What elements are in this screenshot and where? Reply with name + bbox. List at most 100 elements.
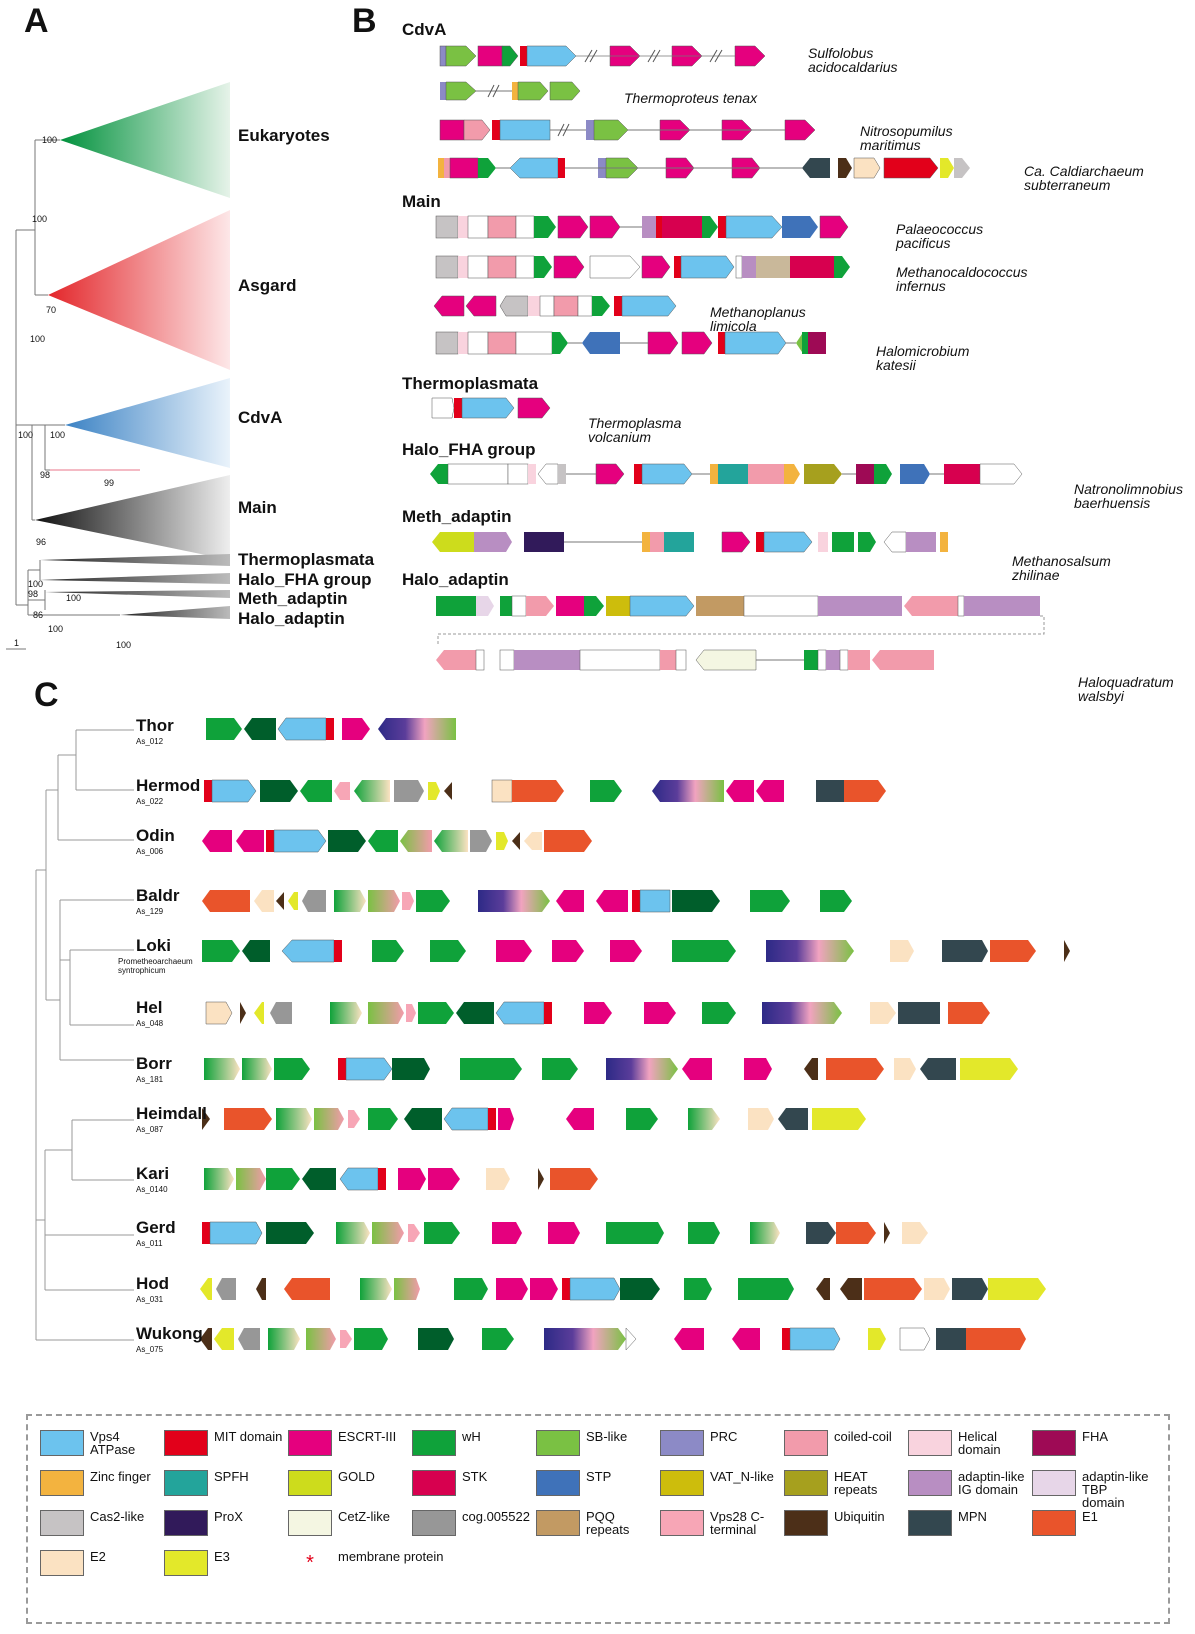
legend-swatch [412,1430,456,1456]
legend-label: Cas2-like [90,1509,145,1524]
org-label: Borr [136,1054,172,1073]
panel-b-letter: B [352,2,377,40]
legend-swatch [40,1550,84,1576]
legend-item: adaptin-like TBP domain [1032,1468,1152,1509]
org-sub: As_022 [136,797,164,806]
legend-label: ESCRT-III [338,1429,397,1444]
legend-label: SB-like [586,1429,628,1444]
org-sub: As_011 [136,1239,163,1248]
org-label: Hel [136,998,163,1017]
legend-label: HEAT repeats [834,1469,878,1497]
legend-label: STK [462,1469,488,1484]
legend-item: MIT domain [164,1428,284,1462]
boot-node: 100 [66,593,82,603]
panel-c-tree-operons [35,717,1070,1351]
clade-halo-adaptin: Halo_adaptin [238,609,345,628]
panel-b-operons [430,45,1045,671]
boot-node: 100 [48,624,64,634]
legend-item: STP [536,1468,656,1502]
legend-label: MPN [958,1509,987,1524]
legend-label: cog.005522 [462,1509,530,1524]
clade-asgard: Asgard [238,276,297,295]
legend-item: STK [412,1468,532,1502]
panel-a-tree [6,82,230,650]
legend-swatch [908,1470,952,1496]
legend-label: membrane protein [338,1549,444,1564]
org-sub: As_075 [136,1345,164,1354]
legend-label: STP [586,1469,612,1484]
legend-swatch [660,1510,704,1536]
boot-node: 100 [18,430,34,440]
legend-swatch: * [306,1552,314,1574]
section-title: CdvA [402,20,447,39]
legend-label: CetZ-like [338,1509,391,1524]
legend-swatch [536,1430,580,1456]
panel-a-letter: A [24,2,49,40]
legend-item: E3 [164,1548,284,1582]
section-title: Halo_adaptin [402,570,509,589]
legend-box [26,1414,1170,1624]
legend-swatch [536,1470,580,1496]
legend-swatch [40,1430,84,1456]
org-sub: As_048 [136,1019,164,1028]
species-label: Thermoproteus tenax [624,90,758,106]
org-sub: As_012 [136,737,164,746]
legend-item: FHA [1032,1428,1152,1462]
boot-cdva: 100 [50,430,66,440]
legend-label: adaptin-like IG domain [958,1469,1025,1497]
org-sub: As_087 [136,1125,164,1134]
org-label: Thor [136,716,174,735]
legend-item: PQQ repeats [536,1508,656,1542]
boot-asgard: 70 [46,305,57,315]
section-title: Thermoplasmata [402,374,539,393]
legend-swatch [908,1510,952,1536]
legend-label: ProX [214,1509,243,1524]
legend-swatch [288,1510,332,1536]
org-label: Baldr [136,886,180,905]
clade-meth-adaptin: Meth_adaptin [238,589,348,608]
legend-label: Vps28 C-terminal [710,1509,765,1537]
legend-swatch [288,1470,332,1496]
org-sub: As_031 [136,1295,164,1304]
legend-swatch [660,1470,704,1496]
legend-label: E1 [1082,1509,1098,1524]
legend-item: SPFH [164,1468,284,1502]
legend-item: * membrane protein [288,1548,443,1582]
legend-item: CetZ-like [288,1508,408,1542]
legend-swatch [784,1510,828,1536]
legend-label: wH [462,1429,481,1444]
boot-eukaryotes: 100 [42,135,58,145]
org-sub: Prometheoarchaeum syntrophicum [118,957,193,975]
org-label: Wukong [136,1324,203,1343]
boot-node: 99 [104,478,115,488]
legend-swatch [1032,1470,1076,1496]
org-label: Loki [136,936,171,955]
legend-swatch [784,1430,828,1456]
legend-swatch [1032,1430,1076,1456]
legend-label: SPFH [214,1469,249,1484]
legend-item: wH [412,1428,532,1462]
legend-swatch [908,1430,952,1456]
legend-swatch [784,1470,828,1496]
legend-item: ProX [164,1508,284,1542]
legend-label: Ubiquitin [834,1509,885,1524]
legend-label: E2 [90,1549,106,1564]
legend-item: E1 [1032,1508,1152,1542]
legend-label: GOLD [338,1469,375,1484]
legend-item: Vps4 ATPase [40,1428,160,1462]
org-sub: As_181 [136,1075,164,1084]
boot-node: 100 [30,334,46,344]
legend-label: coiled-coil [834,1429,892,1444]
legend-swatch [412,1510,456,1536]
legend-item: Vps28 C-terminal [660,1508,780,1542]
legend-swatch [164,1470,208,1496]
legend-swatch [164,1550,208,1576]
